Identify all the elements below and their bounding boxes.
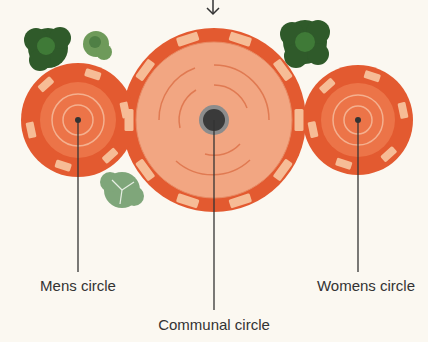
callout-label: Mens circle <box>38 277 118 295</box>
callout-label: Communal circle <box>156 316 272 334</box>
callout-label: Womens circle <box>315 277 417 295</box>
